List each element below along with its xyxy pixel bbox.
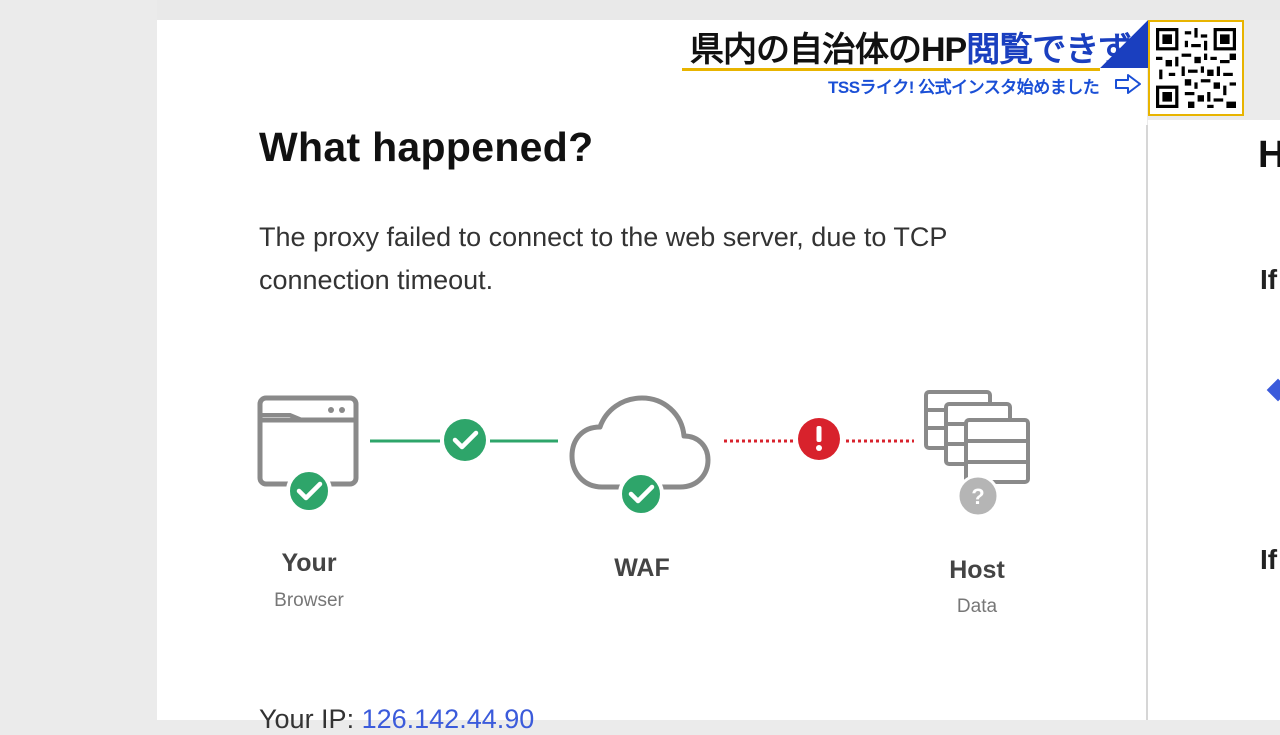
connection-diagram: ? xyxy=(257,390,1030,518)
node-label-host: Host xyxy=(949,556,1005,584)
right-panel-if-1: If xyxy=(1260,264,1278,295)
headline-part-1: 県内の自治体の xyxy=(690,31,922,69)
headline-part-3: 閲覧できず xyxy=(966,31,1132,69)
panel-divider xyxy=(1146,125,1148,720)
svg-text:?: ? xyxy=(971,484,984,509)
right-panel-if-2: If xyxy=(1260,544,1278,575)
link-browser-waf xyxy=(370,419,558,461)
diamond-icon xyxy=(1266,378,1280,402)
right-arrow-icon xyxy=(1115,74,1141,94)
node-sublabel-host: Data xyxy=(956,596,998,617)
server-stack-icon xyxy=(924,390,1030,484)
host-unknown-icon: ? xyxy=(956,474,1000,518)
headline-background xyxy=(682,20,1100,71)
node-label-browser: Your xyxy=(281,549,337,577)
ip-label: Your IP: xyxy=(259,704,355,734)
waf-ok-check-icon xyxy=(618,471,664,517)
node-label-waf: WAF xyxy=(614,554,670,582)
left-gutter xyxy=(0,0,157,720)
browser-ok-check-icon xyxy=(286,468,332,514)
error-card xyxy=(157,20,1147,720)
news-caption-overlay: 県内の自治体のHP閲覧できず TSSライク! 公式インスタ始めました xyxy=(682,20,1244,116)
ip-value[interactable]: 126.142.44.90 xyxy=(361,704,535,734)
page-title: What happened? xyxy=(259,124,594,170)
qr-code-box xyxy=(1148,20,1244,116)
browser-top-strip xyxy=(157,0,1280,20)
news-subline: TSSライク! 公式インスタ始めました xyxy=(828,78,1100,97)
right-panel: H If If xyxy=(1148,120,1280,720)
cloud-icon xyxy=(569,395,711,490)
node-sublabel-browser: Browser xyxy=(274,590,344,611)
headline-accent-shape xyxy=(1092,20,1148,68)
subline-background xyxy=(822,72,1144,98)
right-panel-heading: H xyxy=(1258,134,1280,176)
qr-code-icon xyxy=(1156,28,1236,108)
headline-part-2: HP xyxy=(921,31,967,69)
news-headline: 県内の自治体のHP閲覧できず xyxy=(690,22,1132,71)
error-description: The proxy failed to connect to the web s… xyxy=(259,222,947,295)
link-waf-host xyxy=(724,418,914,460)
